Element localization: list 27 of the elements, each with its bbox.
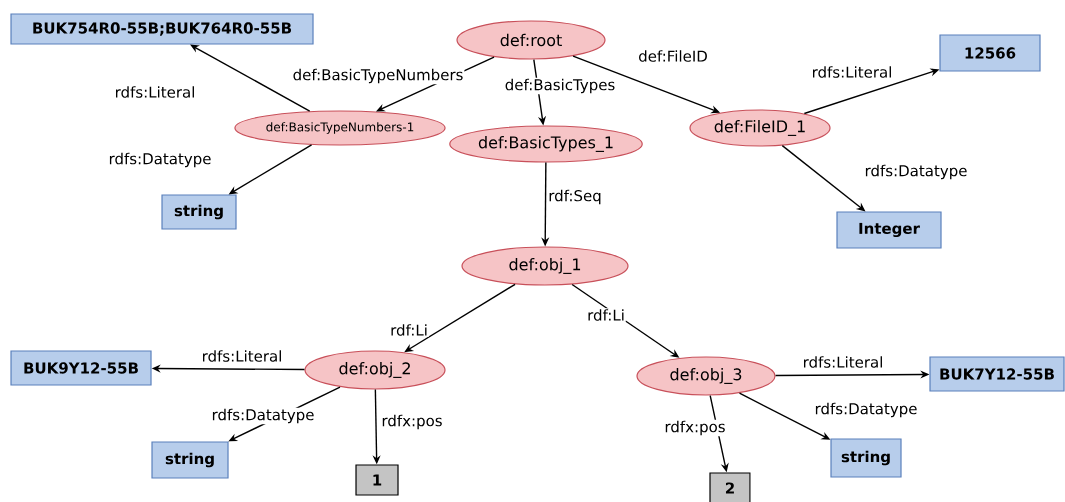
literal-box: string	[151, 441, 229, 479]
index-box: 1	[355, 464, 399, 496]
edge-label: rdfx:pos	[663, 419, 727, 437]
literal-box: Integer	[836, 211, 942, 249]
edge-label: rdf:Seq	[547, 188, 603, 206]
literal-box: 12566	[939, 34, 1041, 72]
edge-label: rdfs:Literal	[801, 355, 885, 369]
edge-label: rdfs:Literal	[200, 349, 284, 363]
index-box: 2	[709, 472, 751, 502]
edge-label: def:BasicTypes	[503, 77, 617, 95]
edge-label: rdfs:Datatype	[863, 163, 969, 181]
literal-box: string	[161, 194, 237, 230]
literal-box: BUK9Y12-55B	[10, 350, 152, 386]
edge-label: rdf:Li	[389, 323, 429, 337]
edge-label: rdfs:Literal	[810, 65, 894, 79]
edge-label: def:FileID	[637, 49, 709, 63]
edge-label: rdfs:Datatype	[210, 407, 316, 425]
edge-label: def:BasicTypeNumbers	[291, 67, 465, 85]
edge-label: rdf:Li	[586, 308, 626, 322]
literal-box: BUK754R0-55B;BUK764R0-55B	[10, 13, 314, 45]
edge-label: rdfs:Literal	[113, 85, 197, 99]
literal-box: string	[830, 438, 902, 478]
literal-box: BUK7Y12-55B	[929, 356, 1065, 392]
arrow	[190, 44, 311, 112]
edge-label: rdfs:Datatype	[813, 401, 919, 419]
edge-label: rdfx:pos	[380, 413, 444, 431]
edge-label: rdfs:Datatype	[107, 151, 213, 169]
